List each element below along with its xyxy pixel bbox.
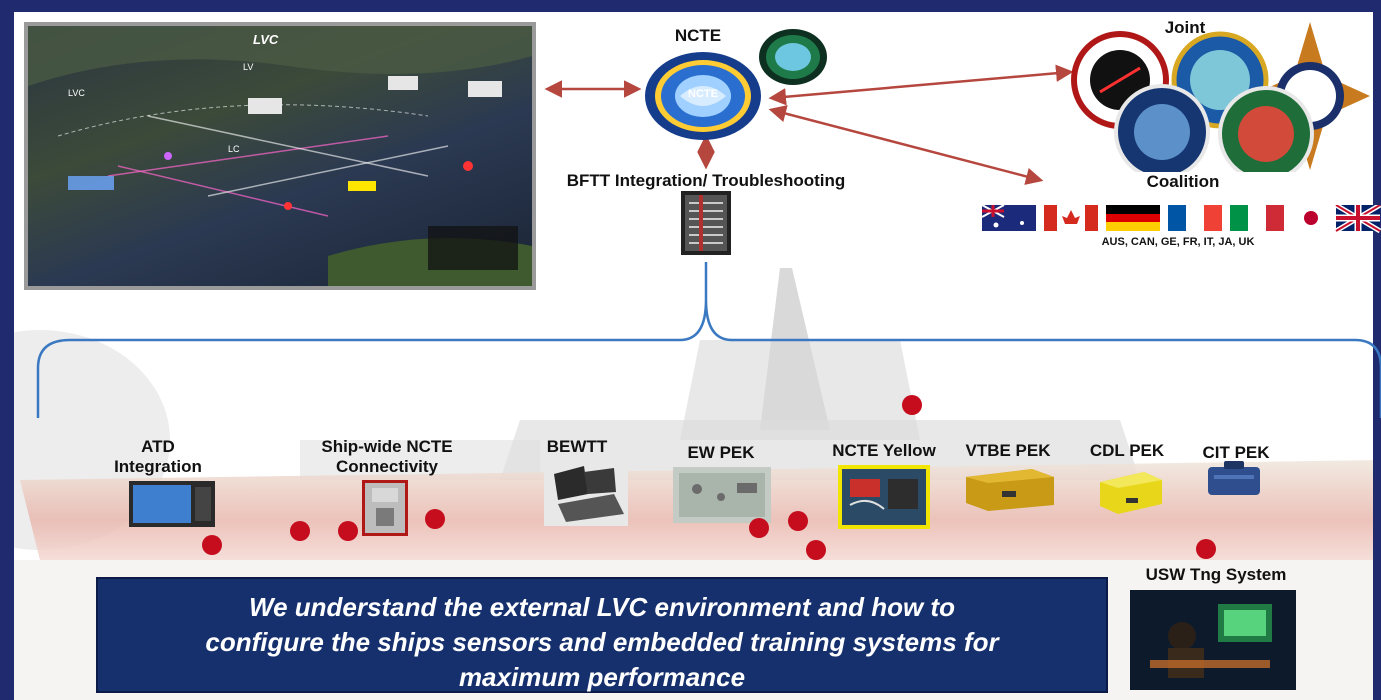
coalition-flags: [982, 205, 1381, 233]
joint-seals-icon: [1071, 22, 1370, 172]
system-brace: [36, 262, 1381, 418]
cit-pek-label: CIT PEK: [1202, 443, 1270, 462]
cdl-pek-case-icon: [1100, 472, 1162, 514]
ncte-title: NCTE: [674, 26, 722, 45]
cdl-pek-label: CDL PEK: [1089, 441, 1165, 460]
connection-dot: [425, 509, 445, 529]
vtbe-pek-label: VTBE PEK: [965, 441, 1051, 460]
ncte-seal-label: NCTE: [688, 88, 718, 100]
uk-flag: [1334, 205, 1381, 233]
bftt-rack-icon: [681, 191, 731, 255]
connection-dot: [1196, 539, 1216, 559]
vtbe-pek-case-icon: [966, 469, 1054, 511]
italy-flag: [1230, 205, 1284, 231]
arrow-ncte-coalition: [768, 105, 1044, 185]
usw-tng-label: USW Tng System: [1145, 565, 1287, 584]
connection-dot: [290, 521, 310, 541]
arrow-ncte-joint: [768, 64, 1074, 106]
cit-pek-case-icon: [1208, 461, 1260, 495]
banner-line-2: configure the ships sensors and embedded…: [205, 627, 999, 657]
lvc-map-graphic: [28, 26, 532, 286]
lvc-label-lc: LC: [228, 144, 240, 154]
usw-training-room-photo: [1130, 590, 1296, 690]
connection-dot: [788, 511, 808, 531]
ew-pek-case-icon: [673, 467, 771, 523]
bewtt-laptop-icon: [544, 464, 628, 526]
bewtt-label: BEWTT: [546, 437, 608, 456]
ncte-secondary-seal-icon: [759, 29, 827, 85]
ship-wide-ncte-text: Ship-wide NCTE Connectivity: [321, 437, 453, 476]
japan-flag: [1292, 205, 1330, 231]
ncte-yellow-case-icon: [838, 465, 930, 529]
bftt-title: BFTT Integration/ Troubleshooting: [566, 171, 846, 190]
left-border: [0, 0, 14, 700]
banner-line-1: We understand the external LVC environme…: [249, 592, 955, 622]
ncte-seal-icon: [645, 52, 761, 140]
summary-banner: We understand the external LVC environme…: [96, 577, 1108, 693]
lvc-label-lv: LV: [243, 62, 254, 72]
germany-flag: [1106, 205, 1160, 231]
atd-screen-icon: [129, 481, 215, 527]
atd-integration-text: ATD Integration: [114, 437, 202, 476]
coalition-countries: AUS, CAN, GE, FR, IT, JA, UK: [1101, 236, 1255, 248]
joint-title: Joint: [1164, 18, 1206, 37]
ncte-yellow-label: NCTE Yellow: [832, 441, 936, 460]
atd-integration-label: ATD Integration: [108, 437, 208, 477]
ew-pek-label: EW PEK: [687, 443, 755, 462]
france-flag: [1168, 205, 1222, 231]
canada-flag: [1044, 205, 1098, 231]
connection-dot: [202, 535, 222, 555]
connection-dot: [338, 521, 358, 541]
lvc-title: LVC: [253, 32, 279, 47]
connection-dot: [902, 395, 922, 415]
ship-wide-ncte-label: Ship-wide NCTE Connectivity: [298, 437, 476, 477]
connection-dot: [749, 518, 769, 538]
coalition-title: Coalition: [1146, 172, 1220, 191]
banner-line-3: maximum performance: [458, 662, 746, 692]
australia-flag: [982, 205, 1036, 231]
top-border: [0, 0, 1381, 12]
lvc-label-lvc: LVC: [68, 88, 85, 98]
connection-dot: [806, 540, 826, 560]
lvc-environment-map: LVC LV LVC LC: [24, 22, 536, 290]
ncte-connection-box-icon: [362, 480, 408, 536]
